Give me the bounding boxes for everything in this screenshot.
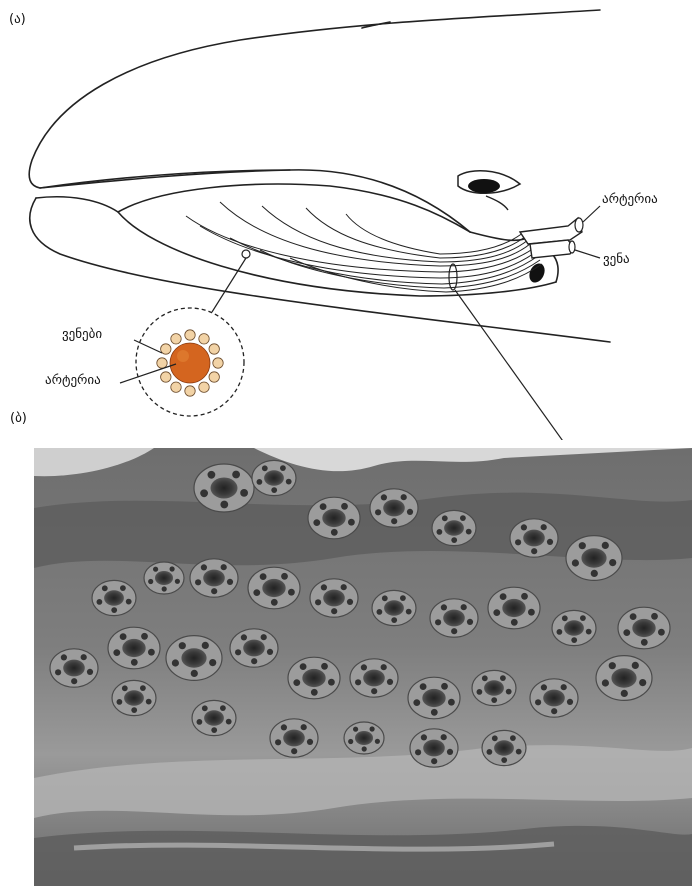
vessel-cluster bbox=[370, 489, 418, 527]
vessel-bundle bbox=[186, 202, 542, 292]
vessel-cluster bbox=[270, 719, 318, 757]
vessel-cluster bbox=[552, 610, 596, 645]
vessel-cluster bbox=[432, 510, 476, 545]
vessel-cluster bbox=[192, 700, 236, 735]
vessel-cluster bbox=[408, 677, 460, 719]
vessel-cluster bbox=[488, 587, 540, 629]
vessel-cluster bbox=[566, 536, 622, 581]
vessel-cluster bbox=[288, 657, 340, 699]
panel-label-b: (ბ) bbox=[10, 412, 27, 425]
vessel-cluster bbox=[112, 680, 156, 715]
vessel-ends bbox=[520, 218, 583, 258]
inset-cross-section bbox=[157, 330, 223, 396]
vein-circle bbox=[185, 386, 195, 396]
vessel-cluster bbox=[372, 590, 416, 625]
vein-circle bbox=[199, 334, 209, 344]
vessel-cluster bbox=[618, 607, 670, 649]
vein-circle bbox=[209, 372, 219, 382]
vessel-cluster bbox=[230, 629, 278, 667]
vein-circle bbox=[171, 382, 181, 392]
vessel-cluster bbox=[248, 567, 300, 609]
label-vein-right: ვენა bbox=[603, 253, 630, 266]
vessel-cluster bbox=[430, 599, 478, 637]
vessel-cluster bbox=[194, 464, 254, 512]
vein-circle bbox=[209, 344, 219, 354]
vessel-cluster bbox=[410, 729, 458, 767]
vein-tube bbox=[530, 240, 574, 258]
vessel-cluster bbox=[310, 579, 358, 617]
upper-head-outline bbox=[29, 10, 600, 188]
micrograph-photo bbox=[34, 448, 692, 886]
eye-icon bbox=[458, 171, 520, 210]
vessel-cluster bbox=[350, 659, 398, 697]
ear-hole bbox=[526, 261, 547, 285]
vessel-cluster bbox=[596, 656, 652, 701]
vein-circle bbox=[157, 358, 167, 368]
vessel-cluster bbox=[108, 627, 160, 669]
vessel-cluster bbox=[92, 580, 136, 615]
vessel-cluster bbox=[166, 636, 222, 681]
artery-disc bbox=[170, 343, 210, 383]
vein-circle bbox=[171, 334, 181, 344]
label-veins-inset: ვენები bbox=[62, 328, 102, 341]
vessel-cluster bbox=[530, 679, 578, 717]
whale-head-diagram bbox=[0, 0, 694, 440]
vessel-cluster bbox=[344, 722, 384, 754]
vein-circle bbox=[185, 330, 195, 340]
label-artery-inset: არტერია bbox=[45, 374, 101, 387]
label-artery-right: არტერია bbox=[602, 193, 658, 206]
vessel-cluster bbox=[190, 559, 238, 597]
artery-tube bbox=[520, 218, 582, 244]
panel-label-a: (ა) bbox=[9, 13, 26, 26]
vein-circle bbox=[213, 358, 223, 368]
vessel-cluster bbox=[510, 519, 558, 557]
vein-circle bbox=[199, 382, 209, 392]
vessel-cluster bbox=[252, 460, 296, 495]
vessel-cluster bbox=[50, 649, 98, 687]
vessel-cluster bbox=[472, 670, 516, 705]
vessel-cluster bbox=[144, 562, 184, 594]
vessel-cluster bbox=[482, 730, 526, 765]
vein-circle bbox=[161, 372, 171, 382]
vessel-cluster bbox=[308, 497, 360, 539]
